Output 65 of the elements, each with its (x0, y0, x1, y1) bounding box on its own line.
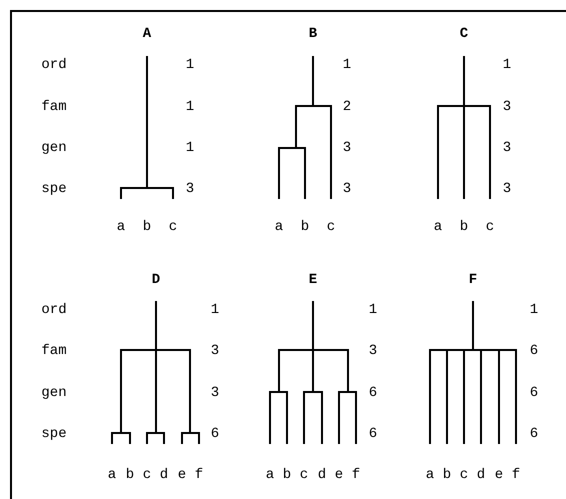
count-label: 6 (368, 427, 378, 441)
count-label: 1 (342, 58, 352, 72)
count-label: 3 (186, 182, 194, 196)
count-label: 1 (186, 58, 194, 72)
leaf-label: a (434, 220, 442, 234)
panel-title: B (308, 27, 318, 41)
rank-label: ord (41, 58, 67, 72)
count-label: 1 (210, 303, 220, 317)
rank-label: gen (41, 386, 67, 400)
leaf-label: f (194, 468, 204, 482)
count-label: 3 (502, 100, 512, 114)
count-label: 2 (342, 100, 352, 114)
count-label: 6 (530, 344, 538, 358)
leaf-label: a (108, 468, 116, 482)
count-label: 3 (502, 182, 512, 196)
leaf-label: a (116, 220, 126, 234)
leaf-label: b (142, 220, 152, 234)
leaf-label: b (300, 220, 310, 234)
leaf-label: a (426, 468, 434, 482)
leaf-label: d (318, 468, 326, 482)
leaf-label: d (476, 468, 486, 482)
leaf-label: e (494, 468, 504, 482)
count-label: 3 (342, 141, 352, 155)
leaf-label: c (168, 220, 178, 234)
leaf-label: b (126, 468, 134, 482)
rank-label: fam (41, 344, 67, 358)
count-label: 6 (530, 386, 538, 400)
rank-label: spe (41, 182, 67, 196)
panel-title: A (142, 27, 152, 41)
count-label: 3 (210, 344, 220, 358)
leaf-label: a (266, 468, 274, 482)
leaf-label: c (486, 220, 494, 234)
rank-label: fam (41, 100, 67, 114)
rank-label: gen (41, 141, 67, 155)
leaf-label: c (300, 468, 308, 482)
count-label: 6 (210, 427, 220, 441)
rank-label: ord (41, 303, 67, 317)
count-label: 3 (342, 182, 352, 196)
leaf-label: c (326, 220, 336, 234)
count-label: 3 (210, 386, 220, 400)
panel-title: F (468, 273, 478, 287)
count-label: 6 (530, 427, 538, 441)
leaf-label: f (512, 468, 520, 482)
count-label: 6 (368, 386, 378, 400)
count-label: 1 (186, 141, 194, 155)
leaf-label: b (460, 220, 468, 234)
panel-title: C (460, 27, 468, 41)
leaf-label: e (334, 468, 344, 482)
leaf-label: b (282, 468, 292, 482)
count-label: 1 (530, 303, 538, 317)
count-label: 1 (368, 303, 378, 317)
leaf-label: a (274, 220, 284, 234)
count-label: 3 (368, 344, 378, 358)
count-label: 3 (502, 141, 512, 155)
leaf-label: b (442, 468, 452, 482)
count-label: 1 (186, 100, 194, 114)
leaf-label: d (160, 468, 168, 482)
rank-label: spe (41, 427, 67, 441)
leaf-label: c (142, 468, 152, 482)
panel-title: D (152, 273, 160, 287)
leaf-label: f (352, 468, 360, 482)
count-label: 1 (502, 58, 512, 72)
leaf-label: e (178, 468, 186, 482)
panel-title: E (308, 273, 318, 287)
leaf-label: c (460, 468, 468, 482)
